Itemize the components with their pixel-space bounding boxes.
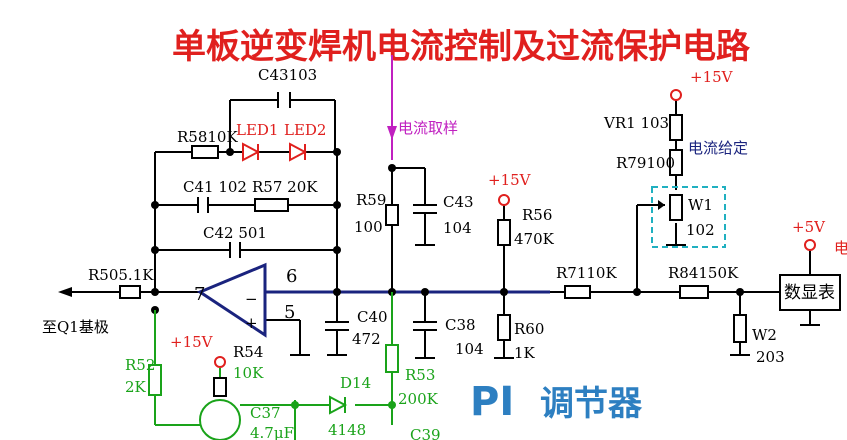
label-c43-mid: C43 [443,193,474,211]
label-c41: C41 102 [183,178,247,196]
label-plus15-right: +15V [690,68,734,86]
label-r56-val: 470K [514,230,555,248]
label-c43-top: C43103 [258,66,317,84]
resistor-bodies [119,114,841,343]
label-d14-val: 4148 [328,421,366,439]
label-pin5: 5 [284,302,295,323]
label-r53: R53 [405,366,435,384]
label-current-set: 电流给定 [688,139,748,157]
pi-label-latin: PI [470,379,514,425]
label-c42: C42 501 [203,224,267,242]
label-c37-val: 4.7μF [250,424,294,440]
label-plus15-mid: +15V [488,171,532,189]
pi-label-cn: 调节器 [540,384,643,424]
label-w1-val: 102 [686,221,715,239]
label-c43-mid-val: 104 [443,219,472,237]
output-arrow [58,287,72,297]
label-r84: R84150K [668,264,739,282]
label-r59-val: 100 [354,218,383,236]
label-pin6: 6 [286,266,297,287]
power-terminals [214,89,816,368]
w1-highlight-box [651,186,726,248]
label-r79: R79100 [616,154,675,172]
label-w2: W2 [752,326,777,344]
label-c39: C39 [410,426,441,440]
label-c40: C40 [357,308,388,326]
label-r56: R56 [522,206,552,224]
r54-body [213,377,227,397]
label-pin7: 7 [194,284,205,305]
label-w2-val: 203 [756,348,785,366]
label-current-sample: 电流取样 [398,119,458,137]
label-r71: R7110K [556,264,617,282]
label-plus15-left: +15V [170,333,214,351]
led-symbols [242,142,308,162]
label-c38-val: 104 [455,340,484,358]
protection-parts [148,344,399,440]
label-display: 数显表 [784,283,835,303]
label-r60-val: 1K [514,344,536,362]
label-c38: C38 [445,316,476,334]
label-edge-char: 电 [834,239,847,257]
opamp-plus-sign: + [245,314,258,332]
label-w1: W1 [688,196,713,214]
protection-circuit [154,292,393,440]
diode-d14 [329,395,348,415]
label-r52: R52 [125,356,155,374]
label-vr1: VR1 103 [603,114,669,132]
label-c40-val: 472 [352,330,381,348]
label-d14: D14 [340,374,371,392]
sample-arrow [387,126,397,140]
label-r52-val: 2K [125,378,147,396]
label-r54: R54 [233,343,263,361]
label-led1: LED1 [236,121,278,139]
label-r59: R59 [356,191,386,209]
diagram-title: 单板逆变焊机电流控制及过流保护电路 [172,27,751,67]
label-r50: R505.1K [88,266,154,284]
label-plus5: +5V [792,218,826,236]
op-amp-symbol [196,262,267,338]
label-r58: R5810K [177,128,238,146]
label-r57: R57 20K [252,178,318,196]
label-c37: C37 [250,404,281,422]
feedback-network [70,99,820,359]
label-to-q1: 至Q1基极 [42,318,109,336]
label-led2: LED2 [284,121,326,139]
capacitor-plates [197,92,291,258]
w1-wiper-arrow [658,200,665,210]
label-r60: R60 [514,320,544,338]
green-dots [291,401,396,409]
label-r53-val: 200K [398,390,439,408]
opamp-minus-sign: − [245,290,258,308]
label-r54-val: 10K [233,364,264,382]
